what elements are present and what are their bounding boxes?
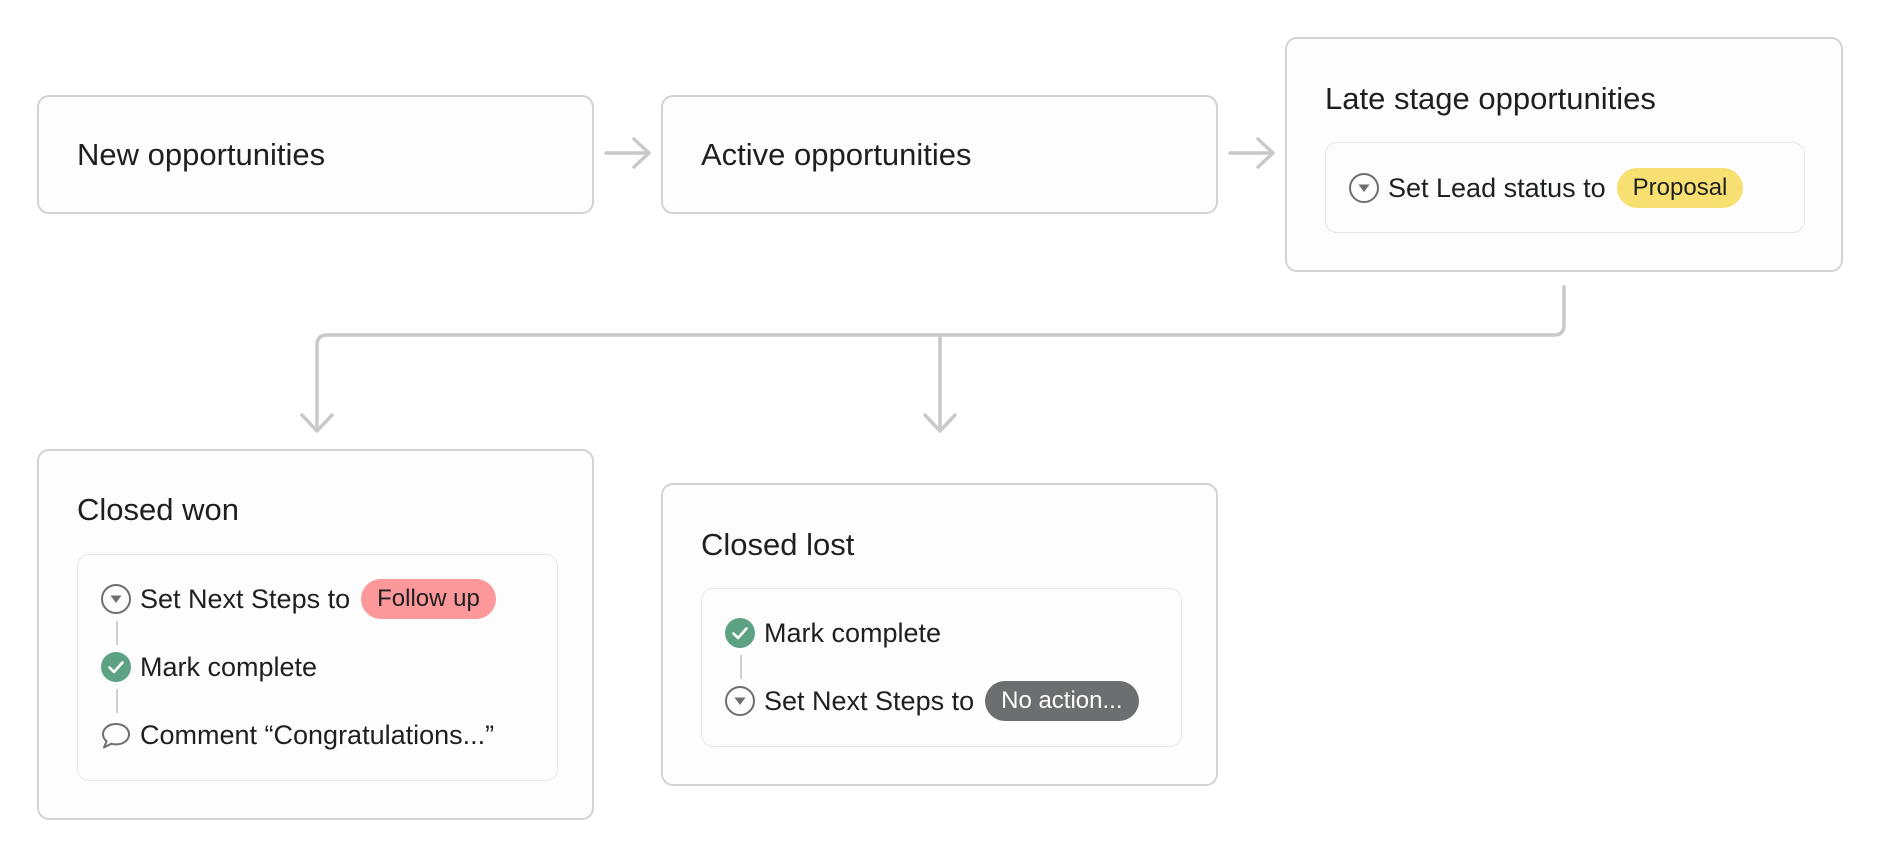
rules-panel: Set Lead status to Proposal <box>1325 142 1805 233</box>
stage-late-stage-opportunities[interactable]: Late stage opportunities Set Lead status… <box>1285 37 1843 272</box>
lead-status-tag: Proposal <box>1616 168 1744 208</box>
next-steps-tag: No action... <box>985 681 1139 721</box>
check-circle-icon <box>100 651 132 683</box>
rule-text: Comment “Congratulations...” <box>140 719 495 750</box>
comment-icon <box>100 719 132 751</box>
dropdown-field-icon <box>1348 172 1380 204</box>
rule-text: Set Lead status to <box>1388 172 1606 203</box>
rule-connector <box>116 689 118 713</box>
rule-mark-complete[interactable]: Mark complete <box>100 647 317 687</box>
rules-panel: Set Next Steps to Follow up Mark complet… <box>77 554 558 781</box>
rule-connector <box>740 655 742 679</box>
stage-title: Late stage opportunities <box>1325 81 1656 116</box>
stage-closed-won[interactable]: Closed won Set Next Steps to Follow up M… <box>37 449 594 820</box>
stage-title: New opportunities <box>77 137 326 172</box>
rules-panel: Mark complete Set Next Steps to No actio… <box>701 588 1182 747</box>
dropdown-field-icon <box>724 685 756 717</box>
rule-set-next-steps[interactable]: Set Next Steps to No action... <box>724 681 1139 721</box>
rule-connector <box>116 621 118 645</box>
rule-text: Set Next Steps to <box>140 583 351 614</box>
stage-title: Closed won <box>77 492 239 527</box>
stage-title: Active opportunities <box>701 137 972 172</box>
rule-text: Mark complete <box>140 651 318 682</box>
rule-mark-complete[interactable]: Mark complete <box>724 613 941 653</box>
stage-new-opportunities[interactable]: New opportunities <box>37 95 594 214</box>
stage-title: Closed lost <box>701 527 855 562</box>
rule-text: Set Next Steps to <box>764 685 975 716</box>
rule-comment[interactable]: Comment “Congratulations...” <box>100 715 494 755</box>
branch-late-to-closed <box>300 285 1566 433</box>
stage-closed-lost[interactable]: Closed lost Mark complete Set Next Steps… <box>661 483 1218 786</box>
stage-active-opportunities[interactable]: Active opportunities <box>661 95 1218 214</box>
rule-set-lead-status[interactable]: Set Lead status to Proposal <box>1348 168 1744 208</box>
arrow-new-to-active <box>604 137 651 169</box>
arrow-active-to-late <box>1228 137 1275 169</box>
check-circle-icon <box>724 617 756 649</box>
rule-text: Mark complete <box>764 617 942 648</box>
next-steps-tag: Follow up <box>361 579 496 619</box>
dropdown-field-icon <box>100 583 132 615</box>
rule-set-next-steps[interactable]: Set Next Steps to Follow up <box>100 579 496 619</box>
